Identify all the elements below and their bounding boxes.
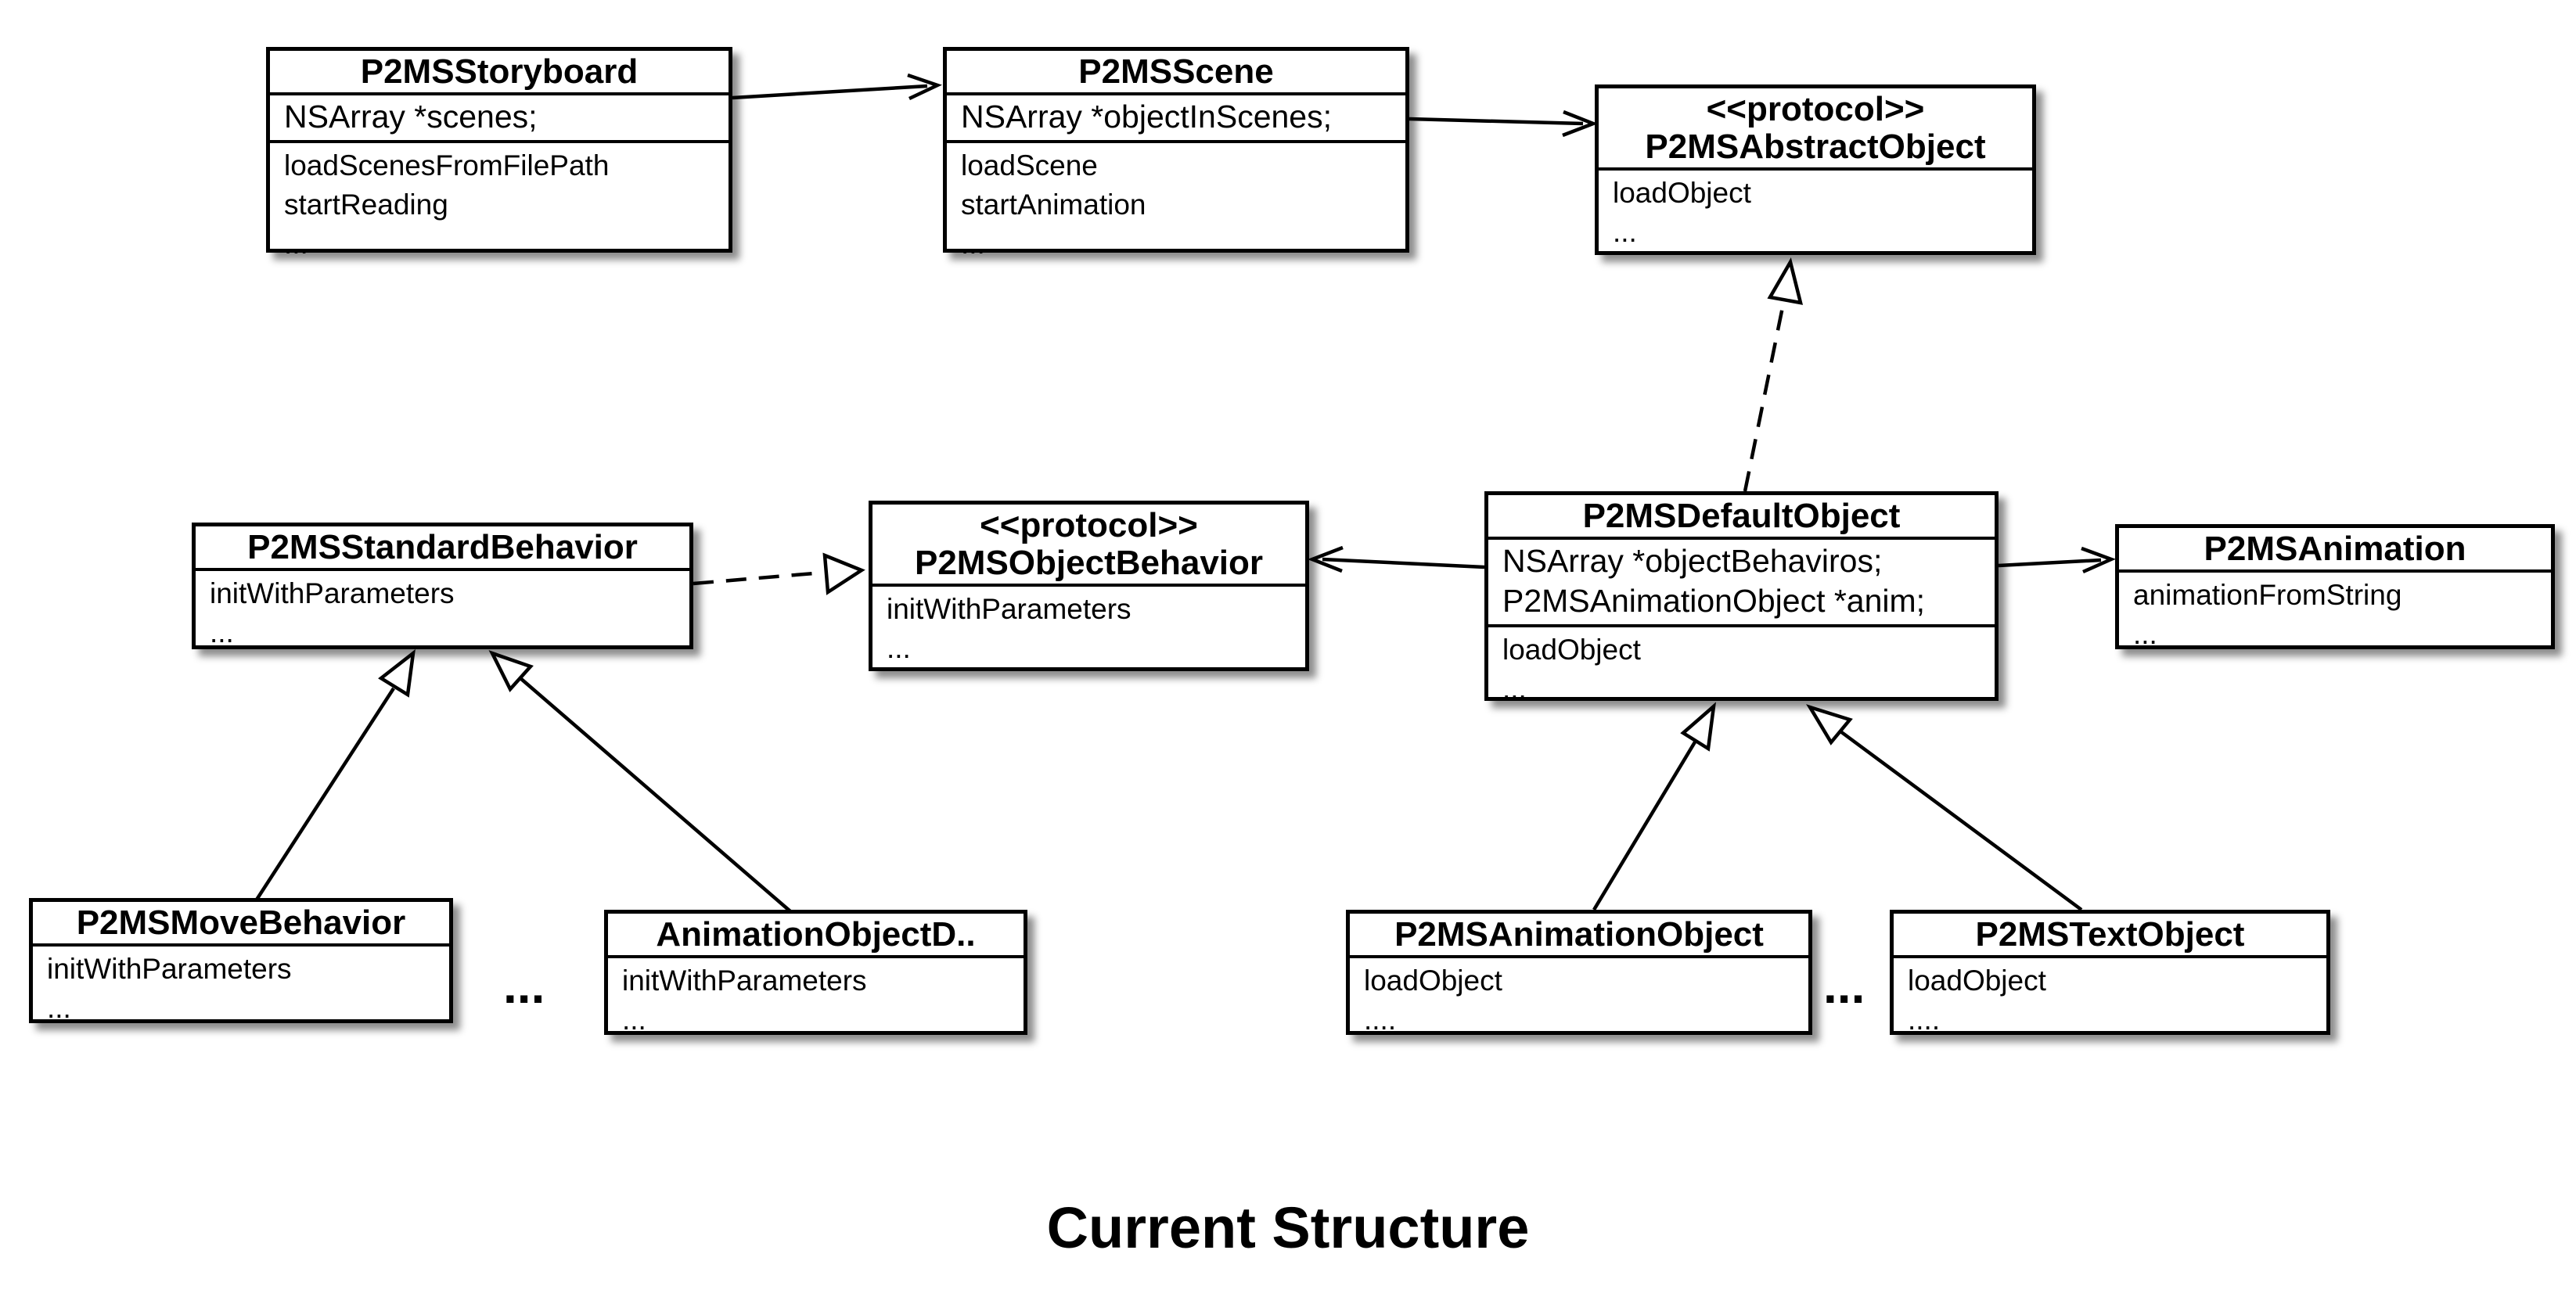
operation: animationFromString xyxy=(2133,579,2402,611)
attribute: NSArray *objectInScenes; xyxy=(961,99,1333,135)
arrowhead-open-icon xyxy=(1562,110,1599,138)
more-objects-ellipsis: ... xyxy=(1823,957,1865,1014)
class-name: P2MSScene xyxy=(947,51,1405,95)
protocol-p2msobjectbehavior: <<protocol>> P2MSObjectBehavior initWith… xyxy=(869,501,1309,671)
class-name: P2MSStandardBehavior xyxy=(196,526,689,571)
generalization-triangle-icon xyxy=(488,650,534,692)
attributes-compartment: NSArray *objectBehaviros; P2MSAnimationO… xyxy=(1488,540,1995,627)
class-name: P2MSAnimationObject xyxy=(1350,914,1808,958)
operation: loadScenesFromFilePath xyxy=(284,149,610,181)
class-p2msdefaultobject: P2MSDefaultObject NSArray *objectBehavir… xyxy=(1484,491,1999,705)
operation: ... xyxy=(47,992,71,1024)
operations-compartment: initWithParameters ... xyxy=(196,571,689,656)
attribute: NSArray *objectBehaviros; xyxy=(1502,543,1883,579)
operation: initWithParameters xyxy=(622,965,867,997)
operation: ... xyxy=(1613,216,1637,248)
protocol-header: <<protocol>> P2MSObjectBehavior xyxy=(872,505,1305,587)
realization-triangle-icon xyxy=(822,552,865,595)
association-storyboard-to-scene xyxy=(732,84,928,100)
protocol-name: P2MSAbstractObject xyxy=(1645,128,1986,166)
operations-compartment: loadObject .... xyxy=(1894,958,2326,1043)
realization-standard-behavior-to-object-behavior xyxy=(693,570,824,586)
class-p2msanimationobject: P2MSAnimationObject loadObject .... xyxy=(1346,910,1812,1036)
operations-compartment: loadObject .... xyxy=(1350,958,1808,1043)
class-p2msstoryboard: P2MSStoryboard NSArray *scenes; loadScen… xyxy=(266,47,732,260)
protocol-header: <<protocol>> P2MSAbstractObject xyxy=(1599,88,2032,171)
operation: ... xyxy=(887,632,911,664)
operation: loadObject xyxy=(1613,177,1751,209)
operations-compartment: loadScenesFromFilePath startReading ... xyxy=(270,143,729,267)
operations-compartment: loadObject ... xyxy=(1599,171,2032,255)
arrowhead-open-icon xyxy=(907,73,942,101)
class-name: P2MSTextObject xyxy=(1894,914,2326,958)
operations-compartment: initWithParameters ... xyxy=(608,958,1024,1043)
class-name: AnimationObjectD.. xyxy=(608,914,1024,958)
operation: initWithParameters xyxy=(47,953,292,985)
protocol-p2msabstractobject: <<protocol>> P2MSAbstractObject loadObje… xyxy=(1595,84,2036,255)
class-name: P2MSMoveBehavior xyxy=(33,902,449,947)
generalization-triangle-icon xyxy=(1806,704,1853,745)
generalization-triangle-icon xyxy=(378,648,416,698)
association-default-object-to-object-behavior xyxy=(1322,557,1485,569)
arrowhead-open-icon xyxy=(1307,545,1344,573)
operation: initWithParameters xyxy=(210,577,455,609)
association-default-object-to-animation xyxy=(1998,558,2102,568)
more-behaviors-ellipsis: ... xyxy=(503,957,545,1014)
operation: loadObject xyxy=(1364,965,1502,997)
generalization-triangle-icon xyxy=(1680,702,1716,752)
operation: ... xyxy=(210,616,234,648)
operation: loadObject xyxy=(1908,965,2046,997)
operation: ... xyxy=(284,228,308,260)
generalization-animation-object-d-to-standard-behavior xyxy=(519,677,792,913)
operation: initWithParameters xyxy=(887,593,1131,625)
operations-compartment: animationFromString ... xyxy=(2119,573,2551,657)
protocol-name: P2MSObjectBehavior xyxy=(914,544,1264,582)
attribute: NSArray *scenes; xyxy=(284,99,538,135)
arrowhead-open-icon xyxy=(2081,546,2116,574)
attribute: P2MSAnimationObject *anim; xyxy=(1502,583,1926,619)
class-p2msanimation: P2MSAnimation animationFromString ... xyxy=(2115,524,2555,650)
operation: startReading xyxy=(284,189,448,221)
class-name: P2MSStoryboard xyxy=(270,51,729,95)
generalization-animation-object-to-default-object xyxy=(1592,739,1697,911)
class-animationobjectd: AnimationObjectD.. initWithParameters ..… xyxy=(604,910,1027,1036)
class-p2msmovebehavior: P2MSMoveBehavior initWithParameters ... xyxy=(29,898,453,1024)
attributes-compartment: NSArray *objectInScenes; xyxy=(947,95,1405,143)
class-p2msscene: P2MSScene NSArray *objectInScenes; loadS… xyxy=(943,47,1409,260)
association-scene-to-abstract-object xyxy=(1409,117,1584,126)
operation: .... xyxy=(1908,1004,1941,1036)
class-p2mstextobject: P2MSTextObject loadObject .... xyxy=(1890,910,2330,1036)
operations-compartment: initWithParameters ... xyxy=(33,947,449,1031)
diagram-caption: Current Structure xyxy=(1046,1195,1530,1260)
class-name: P2MSDefaultObject xyxy=(1488,495,1995,540)
operation: ... xyxy=(622,1004,646,1036)
attributes-compartment: NSArray *scenes; xyxy=(270,95,729,143)
operation: ... xyxy=(961,228,985,260)
operations-compartment: loadObject ... xyxy=(1488,627,1995,712)
operation: startAnimation xyxy=(961,189,1146,221)
operations-compartment: loadScene startAnimation ... xyxy=(947,143,1405,267)
generalization-text-object-to-default-object xyxy=(1839,730,2083,911)
generalization-move-behavior-to-standard-behavior xyxy=(255,687,395,901)
operation: loadScene xyxy=(961,149,1098,181)
operation: .... xyxy=(1364,1004,1397,1036)
class-p2msstandardbehavior: P2MSStandardBehavior initWithParameters … xyxy=(192,523,693,649)
realization-default-object-to-abstract-object xyxy=(1743,299,1786,492)
class-name: P2MSAnimation xyxy=(2119,528,2551,573)
operation: ... xyxy=(1502,673,1527,705)
operation: loadObject xyxy=(1502,634,1641,666)
operations-compartment: initWithParameters ... xyxy=(872,587,1305,671)
stereotype-label: <<protocol>> xyxy=(980,506,1198,544)
stereotype-label: <<protocol>> xyxy=(1706,90,1925,128)
realization-triangle-icon xyxy=(1767,257,1804,305)
operation: ... xyxy=(2133,618,2157,650)
